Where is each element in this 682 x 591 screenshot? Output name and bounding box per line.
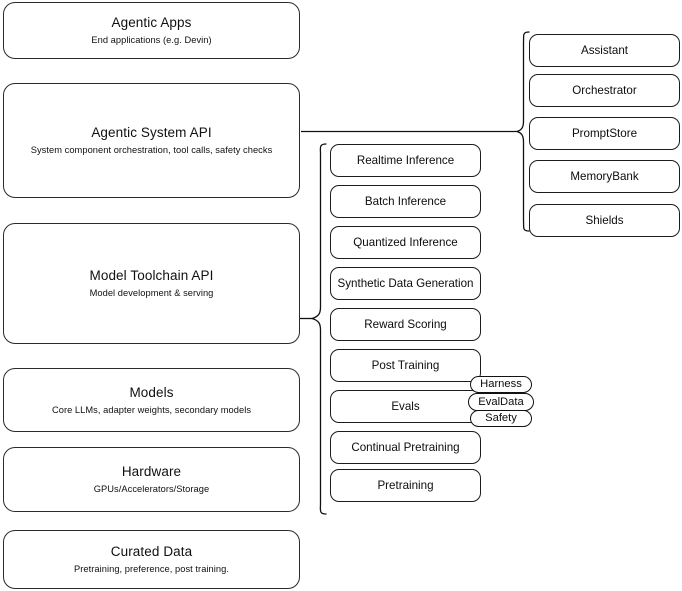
layer-box-curated-data[interactable]: Curated Data Pretraining, preference, po…: [3, 530, 300, 589]
item-box-evals[interactable]: Evals: [330, 390, 481, 423]
layer-subtitle: Model development & serving: [89, 288, 214, 298]
layer-subtitle: Core LLMs, adapter weights, secondary mo…: [51, 404, 252, 415]
item-box-realtime-inference[interactable]: Realtime Inference: [330, 144, 481, 177]
layer-box-hardware[interactable]: Hardware GPUs/Accelerators/Storage: [3, 447, 300, 512]
item-box-orchestrator[interactable]: Orchestrator: [529, 74, 680, 107]
pill-safety[interactable]: Safety: [470, 410, 532, 427]
layer-box-agentic-system-api[interactable]: Agentic System API System component orch…: [3, 83, 300, 198]
layer-box-model-toolchain-api[interactable]: Model Toolchain API Model development & …: [3, 223, 300, 344]
item-box-batch-inference[interactable]: Batch Inference: [330, 185, 481, 218]
layer-subtitle: System component orchestration, tool cal…: [30, 145, 273, 155]
layer-title: Curated Data: [110, 544, 193, 559]
item-box-reward-scoring[interactable]: Reward Scoring: [330, 308, 481, 341]
brace-system-components: [516, 31, 530, 232]
layer-subtitle: Pretraining, preference, post training.: [74, 564, 229, 574]
layer-title: Agentic System API: [91, 125, 212, 140]
layer-subtitle: GPUs/Accelerators/Storage: [93, 484, 210, 494]
layer-title: Agentic Apps: [111, 15, 192, 30]
item-box-assistant[interactable]: Assistant: [529, 34, 680, 67]
layer-box-models[interactable]: Models Core LLMs, adapter weights, secon…: [3, 368, 300, 432]
layer-subtitle: End applications (e.g. Devin): [91, 35, 212, 45]
item-box-synthetic-data-generation[interactable]: Synthetic Data Generation: [330, 267, 481, 300]
item-box-memorybank[interactable]: MemoryBank: [529, 160, 680, 193]
item-box-pretraining[interactable]: Pretraining: [330, 469, 481, 502]
pill-harness[interactable]: Harness: [470, 376, 532, 393]
layer-box-agentic-apps[interactable]: Agentic Apps End applications (e.g. Devi…: [3, 2, 300, 59]
item-box-shields[interactable]: Shields: [529, 204, 680, 237]
item-box-promptstore[interactable]: PromptStore: [529, 117, 680, 150]
item-box-continual-pretraining[interactable]: Continual Pretraining: [330, 431, 481, 464]
layer-title: Model Toolchain API: [89, 268, 214, 283]
brace-toolchain-items: [311, 143, 327, 515]
pill-evaldata[interactable]: EvalData: [468, 393, 534, 411]
item-box-post-training[interactable]: Post Training: [330, 349, 481, 382]
layer-title: Hardware: [121, 464, 182, 479]
layer-title: Models: [129, 384, 174, 400]
item-box-quantized-inference[interactable]: Quantized Inference: [330, 226, 481, 259]
